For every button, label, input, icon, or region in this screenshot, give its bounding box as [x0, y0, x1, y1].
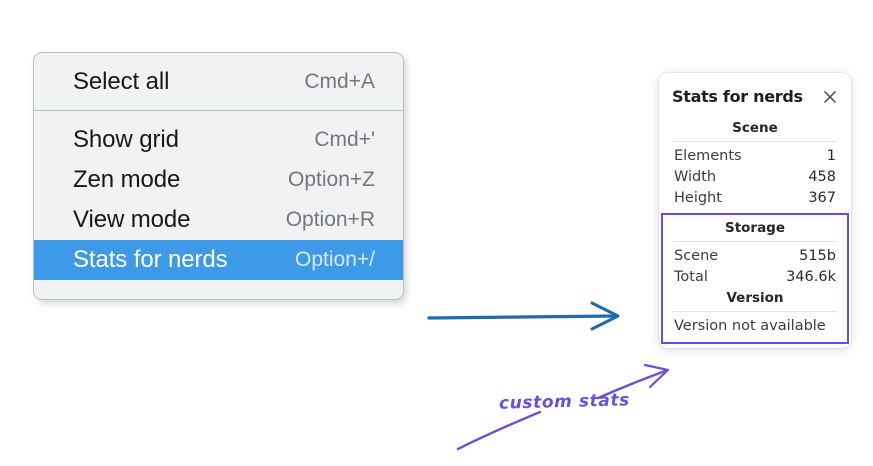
divider [673, 311, 837, 312]
version-section: Version Version not available [672, 287, 838, 337]
custom-stats-highlight-box: Storage Scene 515b Total 346.6k Version … [661, 213, 849, 344]
stat-label: Elements [674, 147, 742, 164]
stats-for-nerds-panel[interactable]: Stats for nerds Scene Elements 1 Width 4… [659, 73, 851, 348]
stat-value: 515b [799, 247, 836, 264]
stat-row-height: Height 367 [672, 187, 838, 208]
stat-row-storage-scene: Scene 515b [672, 245, 838, 266]
stat-label: Height [674, 189, 722, 206]
custom-stats-annotation: custom stats [498, 390, 631, 414]
menu-item-label: Stats for nerds [73, 245, 228, 273]
menu-item-shortcut: Option+Z [288, 167, 375, 191]
stat-value: 458 [808, 168, 836, 185]
storage-section-heading: Storage [724, 220, 786, 236]
menu-item-select-all[interactable]: Select all Cmd+A [34, 62, 403, 102]
stats-panel-title: Stats for nerds [672, 87, 803, 106]
menu-item-stats-for-nerds[interactable]: Stats for nerds Option+/ [34, 240, 403, 280]
divider [673, 241, 837, 242]
menu-item-shortcut: Cmd+A [304, 69, 375, 93]
menu-item-zen-mode[interactable]: Zen mode Option+Z [34, 160, 403, 200]
stat-row-elements: Elements 1 [672, 145, 838, 166]
menu-item-label: Show grid [73, 125, 179, 153]
menu-item-show-grid[interactable]: Show grid Cmd+' [34, 120, 403, 160]
storage-section: Storage Scene 515b Total 346.6k [672, 217, 838, 287]
menu-item-label: Select all [73, 67, 170, 95]
stat-row-storage-total: Total 346.6k [672, 266, 838, 287]
scene-section: Scene Elements 1 Width 458 Height 367 [672, 117, 838, 208]
divider [673, 141, 837, 142]
menu-item-shortcut: Option+R [285, 207, 375, 231]
version-section-heading: Version [726, 290, 784, 306]
close-icon[interactable] [821, 88, 838, 105]
scene-section-heading: Scene [732, 120, 778, 136]
blue-arrow [427, 301, 620, 331]
stat-value: 346.6k [786, 268, 836, 285]
stat-value: 367 [808, 189, 836, 206]
purple-underline-stroke [456, 410, 542, 451]
stats-panel-header: Stats for nerds [672, 87, 838, 106]
menu-item-shortcut: Option+/ [295, 247, 375, 271]
menu-bottom-padding [34, 280, 403, 299]
menu-item-label: Zen mode [73, 165, 181, 193]
menu-separator [34, 110, 403, 111]
version-text: Version not available [674, 318, 826, 334]
stat-label: Total [674, 268, 708, 285]
menu-group-view: Show grid Cmd+' Zen mode Option+Z View m… [34, 111, 403, 280]
stat-label: Scene [674, 247, 719, 264]
context-menu[interactable]: Select all Cmd+A Show grid Cmd+' Zen mod… [33, 52, 404, 300]
stat-label: Width [674, 168, 717, 185]
stat-value: 1 [826, 147, 836, 164]
purple-arrow-to-panel [596, 363, 670, 400]
stat-row-width: Width 458 [672, 166, 838, 187]
menu-item-view-mode[interactable]: View mode Option+R [34, 200, 403, 240]
menu-group-primary: Select all Cmd+A [34, 53, 403, 110]
menu-item-shortcut: Cmd+' [314, 127, 375, 151]
menu-item-label: View mode [73, 205, 191, 233]
